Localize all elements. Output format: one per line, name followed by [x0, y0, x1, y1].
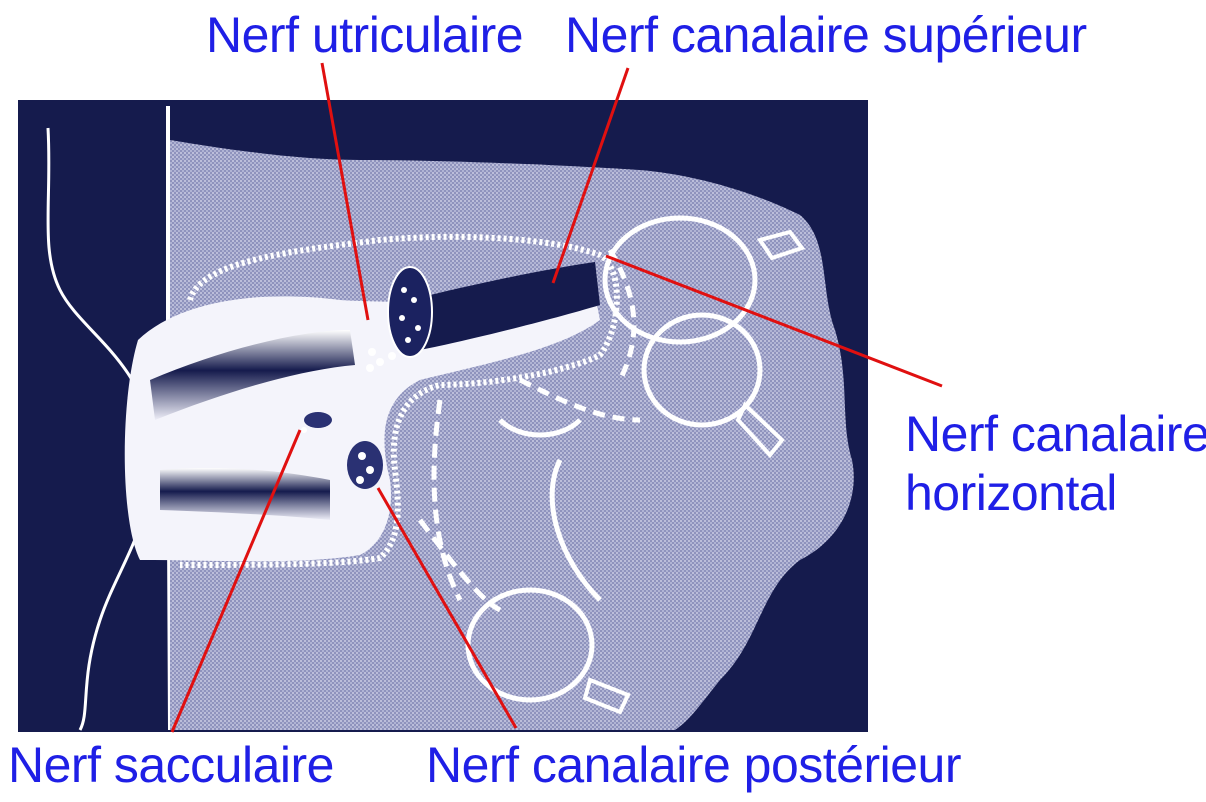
label-nerf-utriculaire: Nerf utriculaire: [206, 6, 523, 65]
label-horizontal-line2: horizontal: [905, 464, 1206, 523]
label-nerf-sacculaire: Nerf sacculaire: [8, 736, 334, 795]
posterior-ampulla-nerve: [347, 441, 383, 489]
label-nerf-canalaire-horizontal: Nerf canalaire horizontal: [905, 405, 1206, 523]
label-nerf-canalaire-superieur: Nerf canalaire supérieur: [565, 6, 1087, 65]
label-nerf-canalaire-posterieur: Nerf canalaire postérieur: [426, 736, 961, 795]
label-horizontal-line1: Nerf canalaire: [905, 405, 1206, 464]
utricular-macula: [388, 267, 432, 357]
